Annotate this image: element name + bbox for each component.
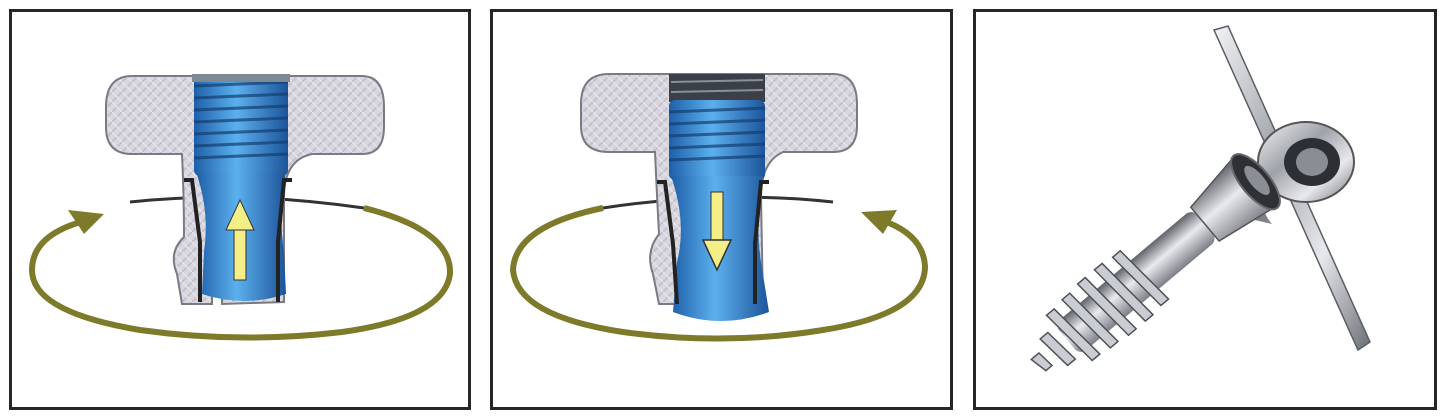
- rotation-arrow-front: [28, 205, 454, 341]
- rotation-arrowhead: [861, 210, 897, 234]
- tighten-illustration: [28, 74, 454, 341]
- rotation-arrowhead: [68, 210, 104, 234]
- screw: [1030, 153, 1281, 372]
- clip-right: [753, 180, 769, 304]
- motion-arrow-down: [701, 191, 733, 272]
- panel-tighten: [9, 9, 471, 410]
- clip-right: [276, 178, 292, 302]
- clip-left: [657, 180, 679, 305]
- motion-arrow-up: [225, 198, 255, 281]
- panel-screw-assembly: [973, 9, 1437, 410]
- rotation-arrow-front: [509, 205, 929, 342]
- loosen-illustration: [509, 73, 929, 342]
- screw-assembly-render: [1030, 25, 1371, 372]
- clip-left: [184, 178, 202, 302]
- panel-loosen: [490, 9, 953, 410]
